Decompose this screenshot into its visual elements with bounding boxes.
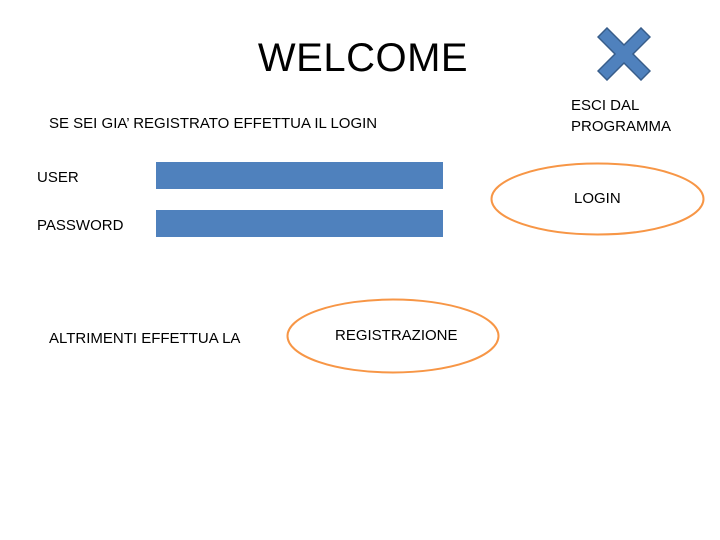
user-input[interactable] bbox=[156, 162, 443, 189]
login-button[interactable]: LOGIN bbox=[490, 162, 705, 236]
register-button-label: REGISTRAZIONE bbox=[335, 327, 458, 344]
close-x-icon[interactable] bbox=[597, 27, 651, 81]
exit-label: ESCI DAL PROGRAMMA bbox=[571, 97, 672, 135]
user-label: USER bbox=[37, 169, 79, 186]
password-label: PASSWORD bbox=[37, 217, 124, 234]
register-button[interactable]: REGISTRAZIONE bbox=[286, 298, 500, 374]
login-oval-outline bbox=[490, 162, 705, 236]
register-oval-outline bbox=[286, 298, 500, 374]
exit-button[interactable] bbox=[597, 27, 651, 81]
register-prompt-text: ALTRIMENTI EFFETTUA LA bbox=[49, 330, 241, 347]
password-input[interactable] bbox=[156, 210, 443, 237]
page-title: WELCOME bbox=[257, 36, 469, 80]
login-button-label: LOGIN bbox=[574, 190, 621, 207]
login-intro-text: SE SEI GIA’ REGISTRATO EFFETTUA IL LOGIN bbox=[49, 115, 378, 132]
